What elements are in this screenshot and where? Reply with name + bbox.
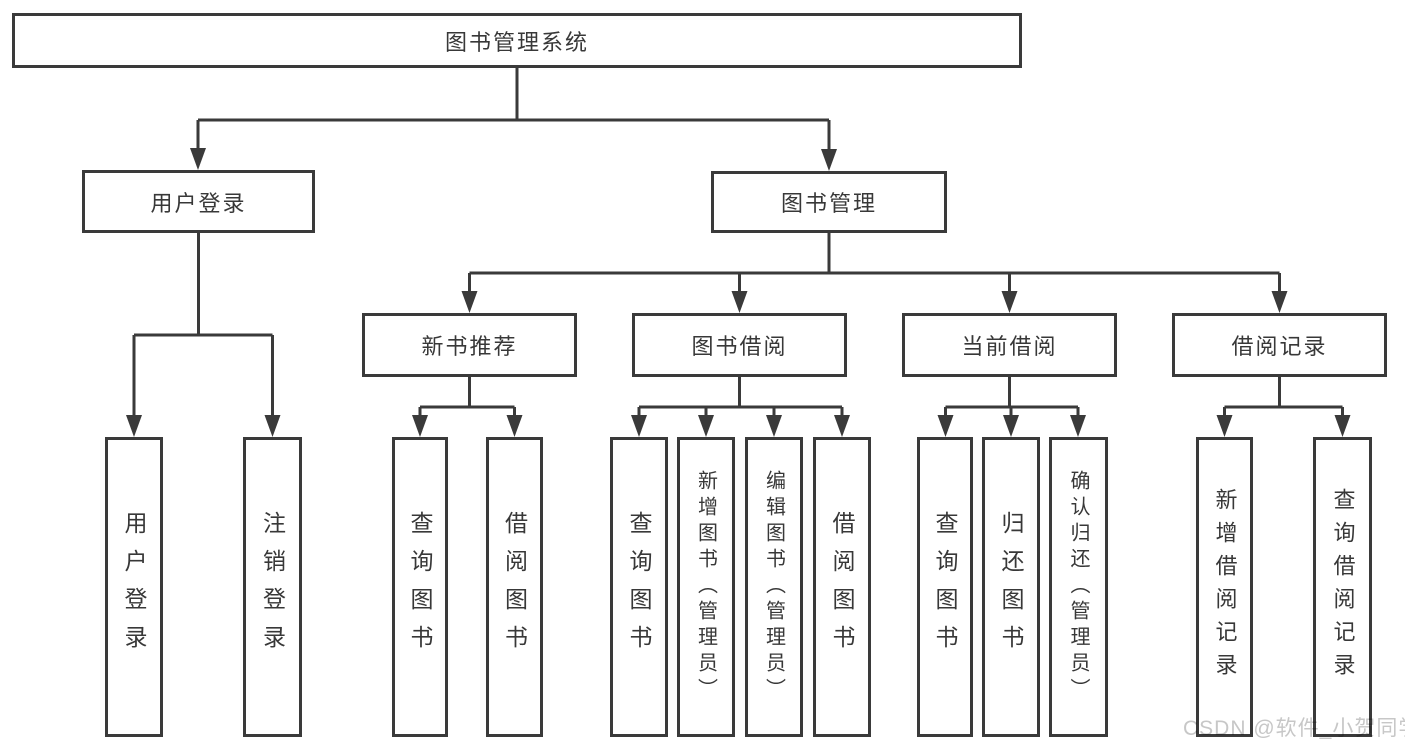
node-book-borrowing: 图书借阅 — [632, 313, 847, 377]
connector-root — [196, 68, 831, 150]
leaf-borrow-books-borrowing: 借阅图书 — [813, 437, 871, 737]
leaf-query-borrow-record: 查询借阅记录 — [1313, 437, 1372, 737]
leaf-return-books: 归还图书 — [982, 437, 1040, 737]
node-new-book-recommend: 新书推荐 — [362, 313, 577, 377]
leaf-query-books-borrowing: 查询图书 — [610, 437, 668, 737]
node-current-borrowing: 当前借阅 — [902, 313, 1117, 377]
leaf-confirm-return-admin: 确认归还（管理员） — [1049, 437, 1108, 737]
node-library-management-system: 图书管理系统 — [12, 13, 1022, 68]
node-user-login: 用户登录 — [82, 170, 315, 233]
leaf-query-books-current: 查询图书 — [917, 437, 973, 737]
connector-current-borrowing — [944, 377, 1080, 416]
leaf-logout: 注销登录 — [243, 437, 302, 737]
node-borrowing-records: 借阅记录 — [1172, 313, 1387, 377]
leaf-edit-book-admin: 编辑图书（管理员） — [745, 437, 803, 737]
connector-new-book-recommend — [418, 377, 516, 416]
leaf-add-book-admin: 新增图书（管理员） — [677, 437, 735, 737]
leaf-borrow-books-recommend: 借阅图书 — [486, 437, 543, 737]
leaf-user-login: 用户登录 — [105, 437, 163, 737]
arrowheads — [126, 148, 1351, 437]
connector-borrowing-records — [1223, 377, 1344, 416]
connector-user-login — [132, 233, 274, 416]
connector-book-management — [468, 233, 1281, 292]
node-book-management: 图书管理 — [711, 171, 947, 233]
csdn-watermark: CSDN @软件_小贺同学 — [1183, 717, 1405, 740]
connector-book-borrowing — [637, 377, 844, 416]
leaf-query-books-recommend: 查询图书 — [392, 437, 448, 737]
leaf-add-borrow-record: 新增借阅记录 — [1196, 437, 1253, 737]
